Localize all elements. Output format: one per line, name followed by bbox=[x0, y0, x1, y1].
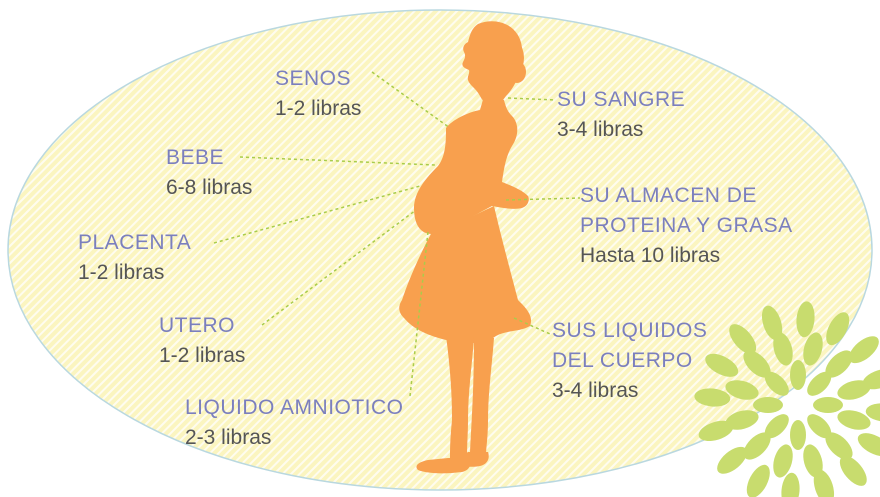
label-sus-liquidos: SUS LIQUIDOS DEL CUERPO 3-4 libras bbox=[552, 316, 707, 406]
burst-petal bbox=[862, 368, 880, 390]
label-utero-name: UTERO bbox=[159, 314, 235, 337]
label-liquido-amniotico: LIQUIDO AMNIOTICO 2-3 libras bbox=[185, 393, 404, 453]
label-placenta: PLACENTA 1-2 libras bbox=[78, 228, 191, 288]
burst-petal bbox=[857, 433, 880, 457]
label-su-almacen-amount: Hasta 10 libras bbox=[580, 244, 721, 267]
label-su-sangre-amount: 3-4 libras bbox=[557, 118, 644, 141]
label-su-almacen-name-line1: SU ALMACEN DE bbox=[580, 184, 757, 207]
label-bebe-name: BEBE bbox=[166, 146, 225, 169]
burst-petal bbox=[825, 432, 853, 460]
leader-line-bebe bbox=[239, 156, 437, 166]
burst-petal bbox=[705, 353, 739, 377]
burst-petal bbox=[826, 312, 850, 346]
label-placenta-amount: 1-2 libras bbox=[78, 261, 165, 284]
burst-decoration bbox=[694, 301, 880, 497]
burst-petal bbox=[803, 332, 823, 366]
label-sus-liquidos-amount: 3-4 libras bbox=[552, 379, 639, 402]
burst-petal bbox=[790, 420, 806, 450]
burst-petal bbox=[837, 410, 871, 430]
burst-petal bbox=[698, 420, 734, 442]
label-senos-name: SENOS bbox=[275, 67, 352, 90]
burst-petal bbox=[825, 350, 853, 378]
burst-petal bbox=[839, 455, 867, 486]
burst-petal bbox=[773, 444, 793, 478]
burst-petal bbox=[753, 397, 783, 413]
leader-lines bbox=[213, 71, 581, 397]
label-placenta-name: PLACENTA bbox=[78, 231, 192, 254]
burst-petal bbox=[725, 410, 759, 430]
label-su-sangre-name: SU SANGRE bbox=[557, 88, 686, 111]
label-senos-amount: 1-2 libras bbox=[275, 97, 362, 120]
label-liquido-amniotico-amount: 2-3 libras bbox=[185, 426, 272, 449]
pregnant-woman-silhouette bbox=[399, 21, 532, 474]
leader-line-sangre bbox=[507, 97, 557, 101]
label-utero: UTERO 1-2 libras bbox=[159, 311, 245, 371]
label-senos: SENOS 1-2 libras bbox=[275, 64, 361, 124]
label-su-almacen-name-line2: PROTEINA Y GRASA bbox=[580, 214, 793, 237]
label-bebe-amount: 6-8 libras bbox=[166, 176, 253, 199]
label-sus-liquidos-name-line2: DEL CUERPO bbox=[552, 349, 693, 372]
burst-petal bbox=[813, 469, 835, 497]
label-su-sangre: SU SANGRE 3-4 libras bbox=[557, 85, 685, 145]
burst-petal bbox=[725, 380, 759, 400]
burst-petal bbox=[790, 360, 806, 390]
leader-line-almacen bbox=[505, 197, 581, 201]
burst-petal bbox=[743, 432, 771, 460]
burst-petal bbox=[848, 336, 879, 364]
burst-petal bbox=[761, 305, 783, 341]
burst-petal bbox=[796, 301, 815, 338]
burst-petal bbox=[764, 414, 789, 439]
burst-petal bbox=[694, 388, 731, 407]
burst-petal bbox=[717, 446, 748, 474]
leader-line-senos bbox=[371, 71, 451, 129]
burst-petal bbox=[729, 324, 757, 355]
burst-petal bbox=[773, 332, 793, 366]
label-sus-liquidos-name-line1: SUS LIQUIDOS bbox=[552, 319, 708, 342]
burst-petal bbox=[743, 350, 771, 378]
burst-petal bbox=[865, 403, 880, 422]
leader-line-utero bbox=[261, 209, 417, 326]
leader-line-liquidos bbox=[513, 317, 551, 335]
label-bebe: BEBE 6-8 libras bbox=[166, 143, 252, 203]
burst-petal bbox=[746, 464, 770, 497]
burst-petal bbox=[781, 472, 800, 497]
burst-petal bbox=[764, 371, 789, 396]
burst-petal bbox=[837, 380, 871, 400]
label-liquido-amniotico-name: LIQUIDO AMNIOTICO bbox=[185, 396, 404, 419]
burst-petal bbox=[803, 444, 823, 478]
label-su-almacen: SU ALMACEN DE PROTEINA Y GRASA Hasta 10 … bbox=[580, 181, 793, 271]
label-utero-amount: 1-2 libras bbox=[159, 344, 246, 367]
burst-petal bbox=[807, 371, 832, 396]
burst-petal bbox=[807, 414, 832, 439]
burst-petal bbox=[813, 397, 843, 413]
